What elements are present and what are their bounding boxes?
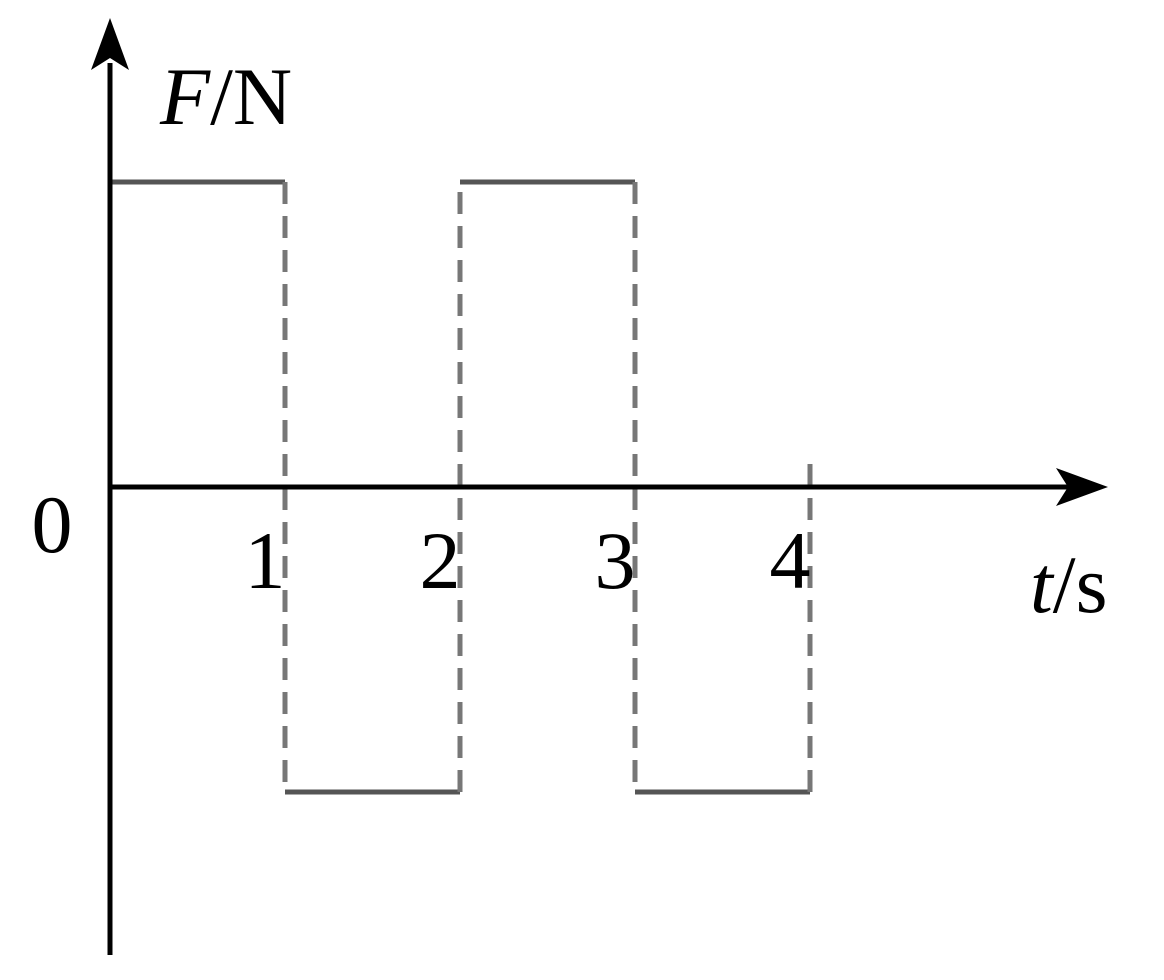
- y-axis-symbol: F: [159, 51, 211, 142]
- plot-area: [110, 179, 813, 795]
- x-tick-labels: 1 2 3 4: [245, 515, 811, 606]
- y-axis-label: F/N: [159, 51, 292, 142]
- x-axis-symbol: t: [1030, 539, 1055, 630]
- axes: [91, 18, 1108, 955]
- x-tick-label-4: 4: [770, 515, 811, 606]
- y-axis-unit: /N: [210, 51, 292, 142]
- axis-labels: F/N t/s 0: [32, 51, 1108, 630]
- x-axis-unit: /s: [1053, 539, 1108, 630]
- x-tick-label-3: 3: [595, 515, 636, 606]
- origin-label: 0: [32, 479, 73, 570]
- x-axis-label: t/s: [1030, 539, 1108, 630]
- x-tick-label-1: 1: [245, 515, 286, 606]
- x-axis-arrowhead: [1056, 468, 1108, 506]
- x-tick-label-2: 2: [420, 515, 461, 606]
- y-axis-arrowhead: [91, 18, 129, 70]
